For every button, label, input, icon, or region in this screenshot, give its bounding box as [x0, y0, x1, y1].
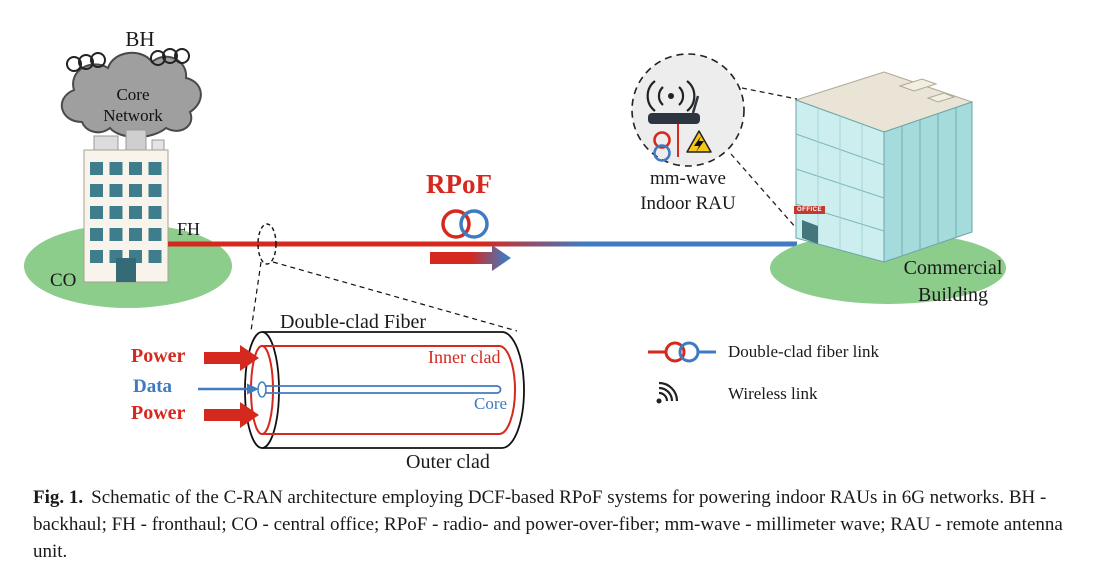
inner-clad-label: Inner clad: [428, 347, 501, 367]
fiber-cross-section-marker: [257, 223, 277, 265]
power-arrow-top-icon: [204, 345, 259, 371]
rpof-symbol: [430, 209, 511, 271]
figure-caption-number: Fig. 1.: [33, 487, 84, 508]
commercial-building-label: Commercial Building: [903, 257, 1003, 306]
legend-icons: [648, 341, 716, 404]
rpof-direction-arrow-icon: [430, 245, 511, 271]
co-building-door: [116, 258, 136, 282]
roof-unit-1: [898, 78, 938, 92]
co-building-windows: [90, 162, 162, 268]
rau-router-icon: [648, 113, 700, 124]
building-ground-ellipse: [770, 232, 1006, 304]
fh-label: FH: [177, 219, 201, 239]
rpof-label: RPoF: [426, 169, 492, 199]
core-outline: [262, 385, 502, 394]
rau-callout: [631, 53, 798, 230]
legend-wireless-label: Wireless link: [728, 384, 818, 403]
double-clad-fiber-title: Double-clad Fiber: [280, 311, 427, 333]
rau-label: mm-wave Indoor RAU: [640, 168, 736, 214]
data-label: Data: [133, 376, 173, 397]
outer-clad-outline: [262, 331, 525, 449]
building-entrance-door: [802, 220, 818, 244]
bh-coil-icon: [66, 48, 190, 72]
bh-label: BH: [125, 27, 155, 51]
wifi-waves-icon: [646, 80, 696, 112]
power-bottom-label: Power: [131, 402, 186, 424]
wireless-link-icon: [656, 381, 679, 404]
dcf-link-icon: [648, 341, 716, 363]
data-arrow-icon: [198, 383, 259, 395]
building-right-face: [883, 101, 973, 263]
roof-unit-2: [926, 92, 956, 103]
fiber-link: [168, 223, 797, 265]
co-site: [24, 48, 232, 308]
core-network-label: Core Network: [103, 85, 163, 126]
office-sign: OFFICE: [794, 206, 825, 214]
wifi-dot-icon: [668, 93, 674, 99]
figure-caption-text: Schematic of the C-RAN architecture empl…: [33, 487, 1063, 562]
rpof-red-ring-icon: [441, 209, 471, 239]
lightning-bolt-icon: [694, 136, 704, 152]
outer-clad-label: Outer clad: [406, 451, 490, 473]
figure-caption: Fig. 1.Schematic of the C-RAN architectu…: [33, 485, 1079, 566]
building-mullions: [817, 108, 863, 256]
core-end-face: [257, 381, 267, 398]
co-label: CO: [50, 270, 77, 291]
co-building: [83, 129, 169, 283]
commercial-building: [770, 71, 1006, 304]
fiber-zoom: [198, 261, 525, 449]
core-label: Core: [474, 394, 508, 413]
rpof-blue-ring-icon: [459, 209, 489, 239]
legend-dcf-label: Double-clad fiber link: [728, 342, 880, 361]
router-antenna-icon: [691, 95, 700, 114]
power-arrow-bottom-icon: [204, 402, 259, 428]
rau-fiber-red-ring-icon: [653, 131, 671, 149]
rau-fiber-blue-ring-icon: [653, 144, 671, 162]
building-side-strips: [901, 108, 957, 256]
power-top-label: Power: [131, 345, 186, 367]
